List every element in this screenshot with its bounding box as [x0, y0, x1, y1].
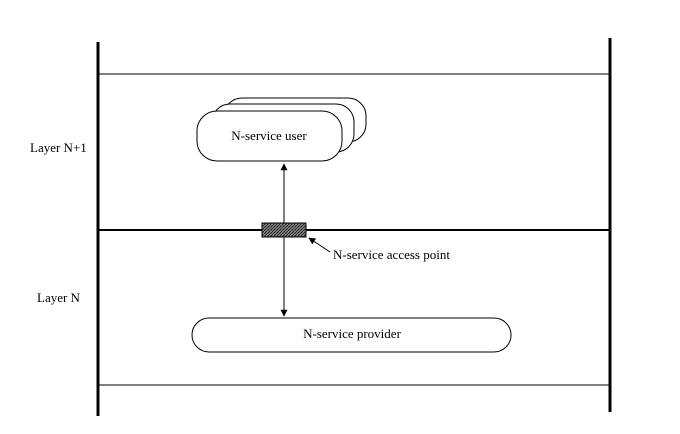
service-provider-box — [191, 317, 512, 353]
service-user-label: N-service user — [231, 128, 307, 143]
service-access-point — [261, 222, 307, 238]
service-provider: N-service provider — [191, 317, 512, 353]
service-provider-label: N-service provider — [303, 326, 401, 341]
service-user-box — [196, 110, 343, 162]
service-user-stack: N-service user — [196, 97, 367, 162]
access-point-label: N-service access point — [333, 247, 450, 262]
layer-lower-label: Layer N — [37, 290, 81, 305]
layer-upper-label: Layer N+1 — [30, 140, 87, 155]
access-point-pointer-arrow — [308, 237, 331, 253]
